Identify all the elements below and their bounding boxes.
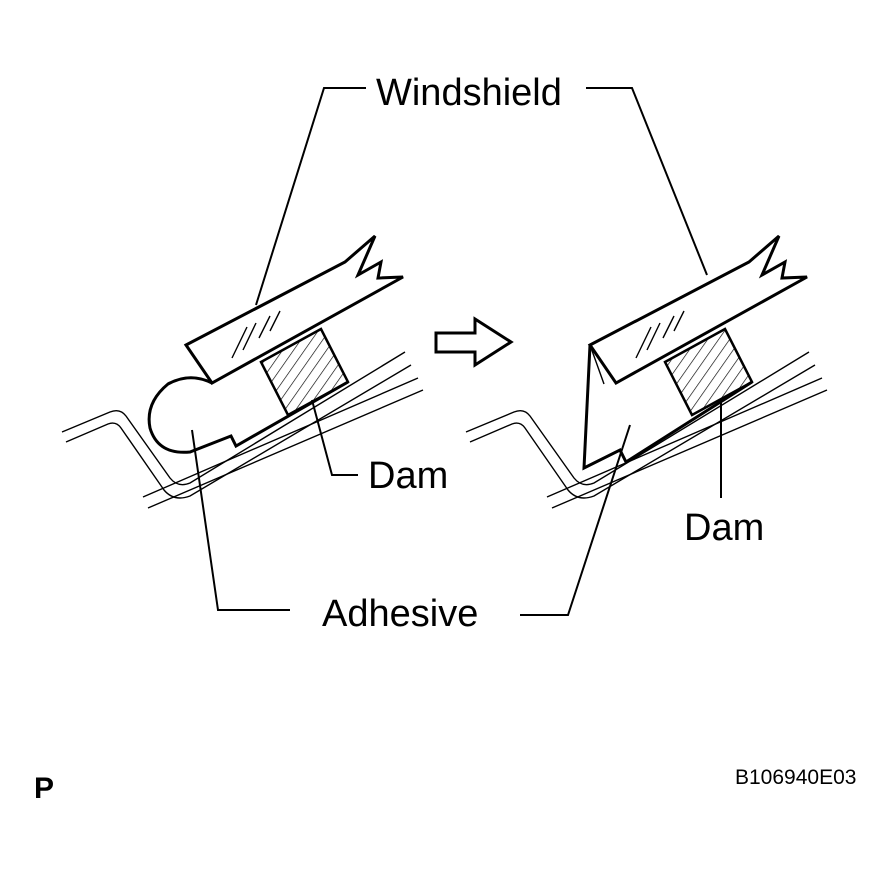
glass-highlight-right	[635, 310, 685, 359]
windshield-glass-right	[587, 234, 808, 385]
adhesive-edge-right	[589, 344, 605, 385]
figure-code: B106940E03	[735, 766, 856, 789]
dam-left	[259, 327, 350, 417]
adhesive-bead-left	[147, 376, 349, 454]
body-panel-right	[465, 351, 828, 509]
body-panel-left	[61, 351, 424, 509]
adhesive-leader-right	[520, 424, 631, 616]
glass-highlight-left	[231, 310, 281, 359]
windshield-label: Windshield	[376, 72, 562, 114]
right-arrow-outline-icon	[434, 316, 514, 368]
windshield-leader-left	[255, 87, 366, 306]
dam-leader-left	[311, 399, 358, 476]
windshield-leader-right	[586, 87, 708, 276]
dam-label-right: Dam	[684, 507, 764, 549]
after-panel	[465, 87, 828, 616]
adhesive-leader-left	[191, 429, 290, 611]
before-panel	[61, 87, 424, 611]
adhesive-bead-right	[582, 344, 753, 471]
dam-right	[663, 327, 754, 417]
windshield-glass-left	[183, 234, 404, 385]
dam-label-left: Dam	[368, 455, 448, 497]
adhesive-label: Adhesive	[322, 593, 478, 635]
page-mark: P	[34, 772, 54, 805]
